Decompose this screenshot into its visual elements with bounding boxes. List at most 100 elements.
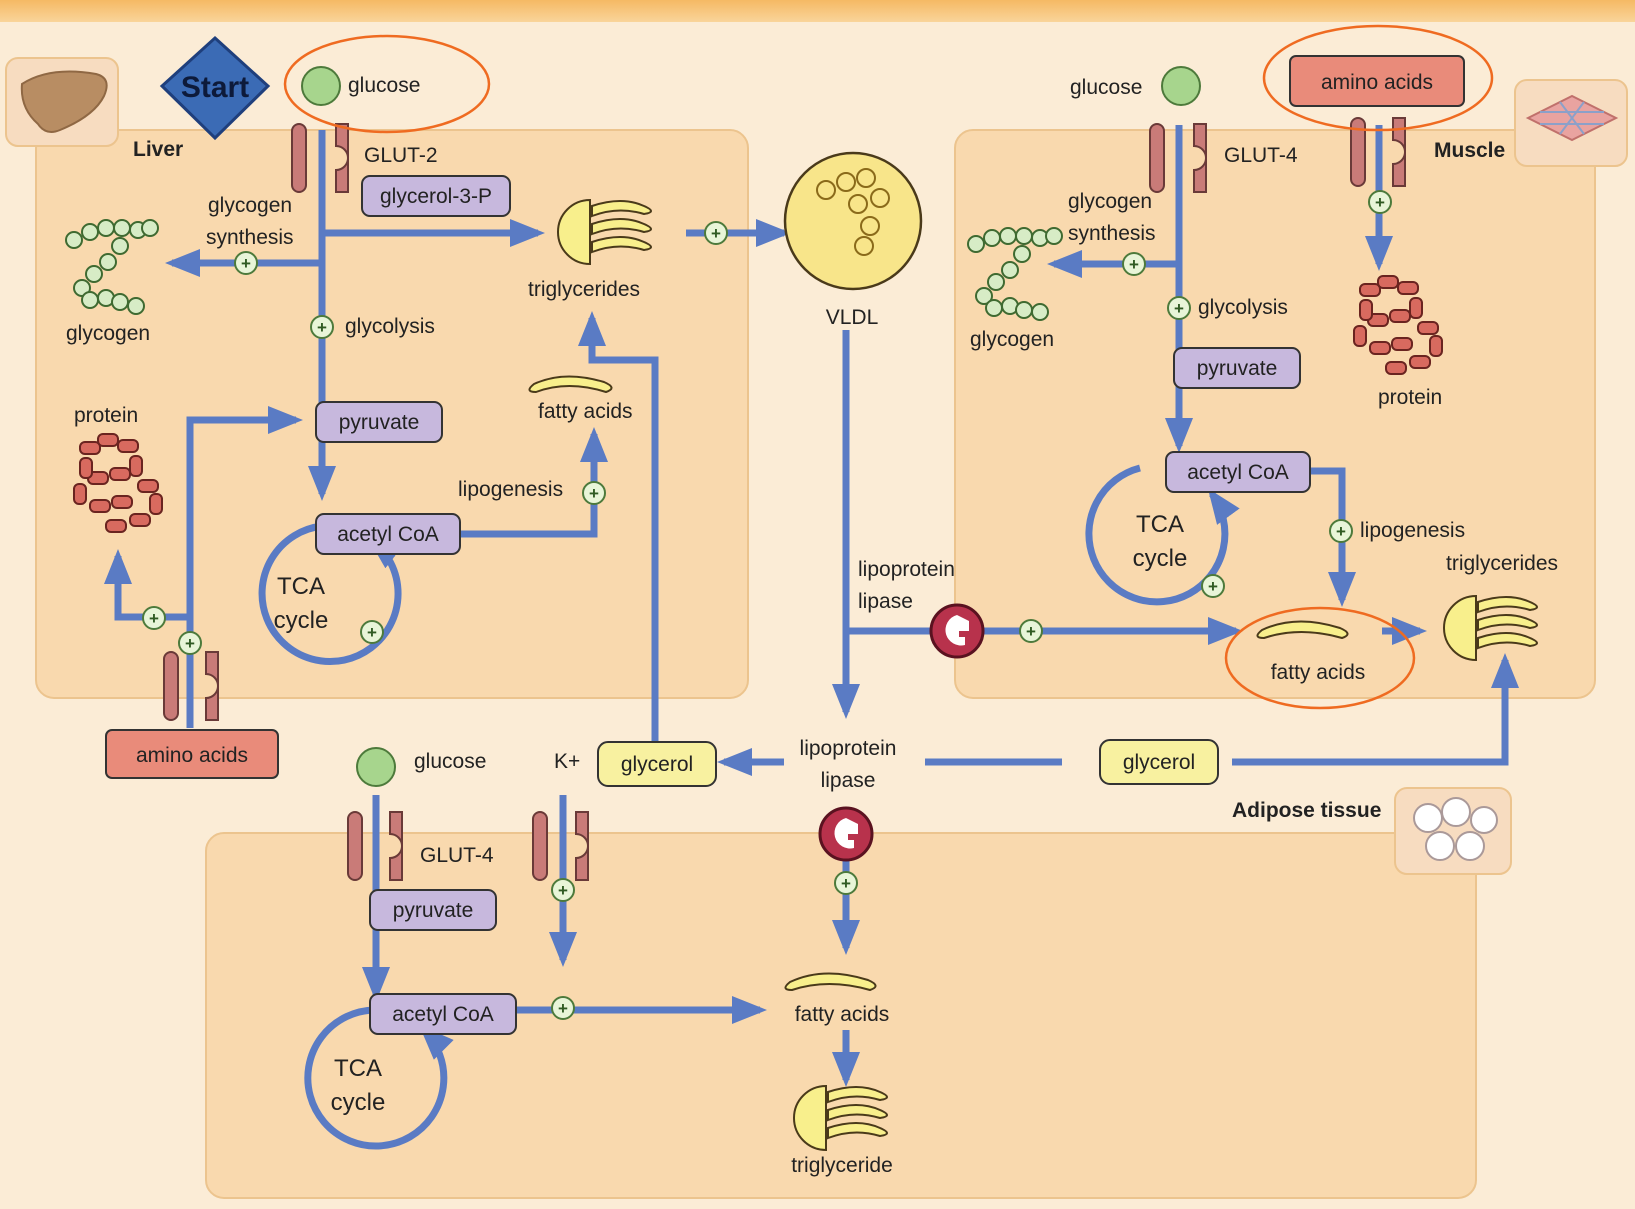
muscle-pyruvate-label: pyruvate bbox=[1197, 357, 1278, 380]
liver-glycogen-synthesis-label-1: glycogen bbox=[208, 194, 292, 217]
muscle-icon bbox=[1514, 79, 1628, 167]
muscle-protein-label: protein bbox=[1378, 386, 1442, 409]
muscle-acetyl-coa-label: acetyl CoA bbox=[1187, 461, 1289, 484]
liver-glycolysis-label: glycolysis bbox=[345, 315, 435, 338]
activation-plus-label: + bbox=[1026, 622, 1036, 641]
activation-plus-icon bbox=[1329, 519, 1353, 543]
liver-glut2-label: GLUT-2 bbox=[364, 144, 438, 167]
muscle-pyruvate-box bbox=[1173, 347, 1301, 389]
adipose-tca-label-1: TCA bbox=[334, 1055, 382, 1082]
highlight-muscle-amino-acids bbox=[1262, 24, 1494, 132]
adipose-fatty-acid-molecule bbox=[784, 972, 877, 992]
activation-plus-label: + bbox=[241, 254, 251, 273]
adipose-lpl-label-2: lipase bbox=[821, 769, 876, 792]
adipose-glucose-label: glucose bbox=[414, 750, 486, 773]
liver-glycogen-label: glycogen bbox=[66, 322, 150, 345]
adipose-icon bbox=[1394, 787, 1512, 875]
liver-glycogen-molecule bbox=[65, 219, 159, 315]
activation-plus-icon bbox=[142, 606, 166, 630]
adipose-k-transporter-b bbox=[575, 811, 589, 881]
liver-glucose-label: glucose bbox=[348, 74, 420, 97]
adipose-pyruvate-box bbox=[369, 889, 497, 931]
liver-fatty-acid-molecule bbox=[528, 375, 613, 394]
liver-glycogen-synthesis-label-2: synthesis bbox=[206, 226, 294, 249]
activation-plus-label: + bbox=[1129, 255, 1139, 274]
liver-aa-transporter bbox=[163, 651, 179, 721]
glycerol-to-muscle-tg-arrow bbox=[1232, 653, 1519, 766]
liver-triglyceride-molecule bbox=[557, 198, 652, 266]
muscle-glycogen-label: glycogen bbox=[970, 328, 1054, 351]
activation-plus-icon bbox=[551, 878, 575, 902]
start-marker: Start bbox=[159, 35, 271, 141]
activation-plus-label: + bbox=[841, 874, 851, 893]
liver-protein-label: protein bbox=[74, 404, 138, 427]
activation-plus-icon bbox=[1122, 252, 1146, 276]
activation-plus-label: + bbox=[1208, 577, 1218, 596]
adipose-glucose-molecule bbox=[356, 747, 396, 787]
adipose-glut4-transporter-b bbox=[389, 811, 403, 881]
activation-plus-label: + bbox=[367, 623, 377, 642]
activation-plus-icon bbox=[1167, 296, 1191, 320]
liver-aa-in-arrow bbox=[186, 406, 303, 728]
liver-pyruvate-box bbox=[315, 401, 443, 443]
muscle-glut4-transporter bbox=[1149, 123, 1165, 193]
muscle-glycogen-molecule bbox=[967, 227, 1063, 321]
highlight-muscle-fatty-acids bbox=[1224, 606, 1416, 710]
activation-plus-icon bbox=[1201, 574, 1225, 598]
adipose-glycerol-left-box bbox=[597, 741, 717, 787]
liver-triglycerides-label: triglycerides bbox=[528, 278, 640, 301]
lipoprotein-lipase-enzyme-muscle bbox=[929, 603, 985, 659]
activation-plus-label: + bbox=[1336, 522, 1346, 541]
activation-plus-label: + bbox=[1174, 299, 1184, 318]
top-bar bbox=[0, 0, 1635, 22]
liver-label: Liver bbox=[133, 138, 183, 161]
muscle-acetyl-coa-box bbox=[1165, 451, 1311, 493]
liver-amino-acids-box bbox=[105, 729, 279, 779]
liver-tca-label-1: TCA bbox=[277, 573, 325, 600]
adipose-glut4-transporter bbox=[347, 811, 363, 881]
muscle-amino-acids-box bbox=[1289, 55, 1465, 107]
adipose-tca-cycle bbox=[304, 1006, 454, 1150]
muscle-glucose-molecule bbox=[1161, 66, 1201, 106]
muscle-region bbox=[954, 129, 1596, 699]
liver-protein-molecule bbox=[73, 433, 163, 533]
adipose-pyruvate-label: pyruvate bbox=[393, 899, 474, 922]
activation-plus-label: + bbox=[558, 999, 568, 1018]
adipose-glut4-label: GLUT-4 bbox=[420, 844, 494, 867]
activation-plus-label: + bbox=[317, 318, 327, 337]
activation-plus-icon bbox=[310, 315, 334, 339]
muscle-lipogenesis-arrow bbox=[1310, 467, 1356, 607]
muscle-tca-cycle bbox=[1085, 464, 1240, 606]
muscle-glycogen-synthesis-label-1: glycogen bbox=[1068, 190, 1152, 213]
muscle-glycolysis-label: glycolysis bbox=[1198, 296, 1288, 319]
activation-plus-label: + bbox=[558, 881, 568, 900]
liver-acetyl-coa-label: acetyl CoA bbox=[337, 523, 439, 546]
adipose-triglyceride-label: triglyceride bbox=[791, 1154, 893, 1177]
adipose-label: Adipose tissue bbox=[1232, 799, 1381, 822]
activation-plus-icon bbox=[704, 221, 728, 245]
muscle-lpl-label-2: lipase bbox=[858, 590, 913, 613]
adipose-lpl-label-1: lipoprotein bbox=[800, 737, 897, 760]
highlight-liver-glucose bbox=[283, 34, 491, 134]
muscle-glut4-label: GLUT-4 bbox=[1224, 144, 1298, 167]
adipose-k-transporter bbox=[532, 811, 548, 881]
muscle-amino-acids-label: amino acids bbox=[1321, 71, 1433, 94]
glycerol-to-liver-tg-arrow bbox=[578, 311, 659, 744]
activation-plus-icon bbox=[1019, 619, 1043, 643]
muscle-fatty-acids-label: fatty acids bbox=[1271, 661, 1366, 684]
adipose-tca-label-2: cycle bbox=[331, 1089, 386, 1116]
adipose-glycerol-left-label: glycerol bbox=[621, 753, 693, 776]
liver-icon bbox=[5, 57, 119, 147]
liver-aa-protein-arrow bbox=[104, 549, 190, 621]
muscle-glucose-label: glucose bbox=[1070, 76, 1142, 99]
liver-acetyl-coa-box bbox=[315, 513, 461, 555]
muscle-glycogen-synthesis-label-2: synthesis bbox=[1068, 222, 1156, 245]
adipose-glycerol-right-label: glycerol bbox=[1123, 751, 1195, 774]
activation-plus-icon bbox=[178, 631, 202, 655]
activation-plus-label: + bbox=[711, 224, 721, 243]
adipose-acetyl-coa-box bbox=[369, 993, 517, 1035]
activation-plus-label: + bbox=[149, 609, 159, 628]
liver-glut2-transporter bbox=[291, 123, 307, 193]
